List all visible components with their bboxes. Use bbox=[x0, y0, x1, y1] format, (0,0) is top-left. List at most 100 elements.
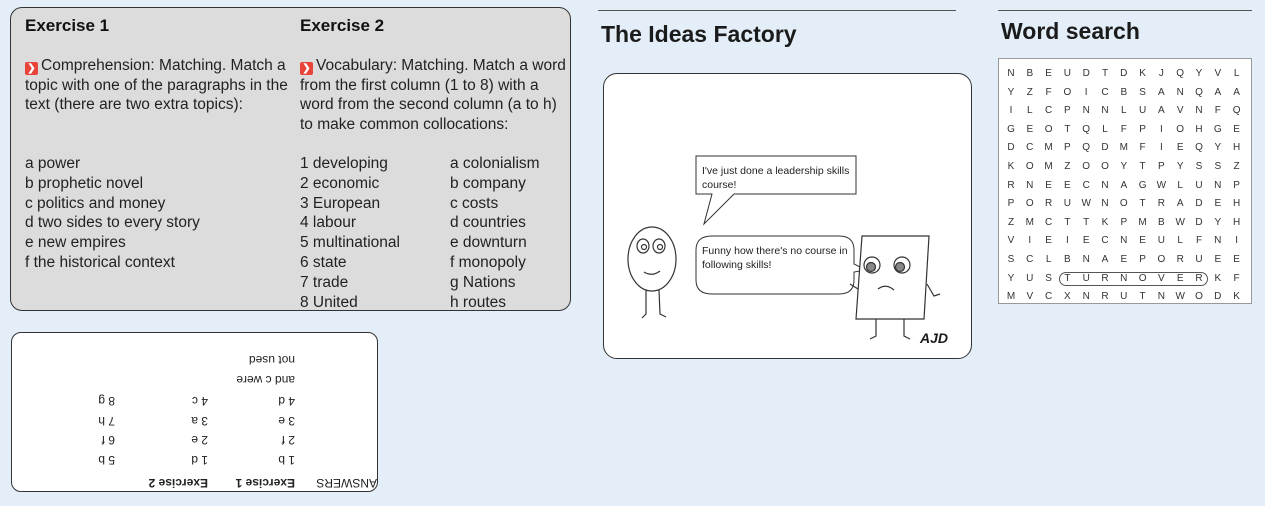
word-search-letter: C bbox=[1082, 179, 1090, 191]
word-search-letter: I bbox=[1028, 235, 1032, 247]
exercise1-topic-list: a power b prophetic novel c politics and… bbox=[25, 154, 200, 273]
word-search-letter: H bbox=[1232, 198, 1241, 210]
word-search-letter: Y bbox=[1214, 216, 1222, 228]
word-search-letter: K bbox=[1214, 272, 1222, 284]
ideas-factory-title: The Ideas Factory bbox=[601, 21, 797, 47]
word-search-letter: U bbox=[1138, 105, 1147, 117]
word-search-letter: K bbox=[1007, 161, 1015, 172]
rectangle-character bbox=[849, 235, 941, 340]
word-search-letter: K bbox=[1233, 291, 1240, 303]
word-search-letter: O bbox=[1063, 86, 1072, 98]
word-search-letter: M bbox=[1006, 291, 1016, 303]
exercise1-instruction: ❯Comprehension: Matching. Match a topic … bbox=[25, 57, 288, 113]
word-search-letter: Q bbox=[1176, 68, 1185, 79]
word-search-letter: S bbox=[1214, 161, 1222, 172]
word-search-letter: N bbox=[1026, 179, 1034, 191]
list-item: c politics and money bbox=[25, 194, 166, 212]
word-search-letter: E bbox=[1026, 123, 1034, 135]
word-search-letter: I bbox=[1066, 235, 1069, 247]
bubble2-text: Funny how there's no course in following… bbox=[702, 245, 848, 271]
word-search-letter: H bbox=[1232, 216, 1241, 228]
word-search-letter: B bbox=[1064, 254, 1071, 265]
word-search-letter: Q bbox=[1195, 142, 1203, 154]
list-item: a power bbox=[25, 155, 81, 172]
word-search-letter: O bbox=[1157, 254, 1166, 265]
word-search-letter: C bbox=[1026, 142, 1034, 154]
word-search-letter: Z bbox=[1064, 161, 1071, 172]
word-search-letter: N bbox=[1082, 105, 1090, 117]
word-search-letter: E bbox=[1045, 235, 1052, 247]
word-search-letter: E bbox=[1120, 254, 1128, 265]
word-search-letter: U bbox=[1157, 235, 1165, 247]
list-item: d two sides to every story bbox=[25, 214, 200, 232]
exercise1-title: Exercise 1 bbox=[25, 16, 110, 35]
word-search-letter: O bbox=[1119, 198, 1128, 210]
word-search-letter: U bbox=[1195, 179, 1203, 191]
word-search-letter: N bbox=[1101, 179, 1109, 191]
answers-exercise1-label: Exercise 1 bbox=[235, 476, 295, 490]
list-item: d countries bbox=[450, 214, 526, 232]
exercise2-title: Exercise 2 bbox=[300, 16, 385, 35]
word-search-letter: T bbox=[1083, 216, 1090, 228]
answers-column3: 5 b 6 f 7 h 8 g bbox=[98, 394, 115, 468]
word-search-letter: H bbox=[1232, 142, 1241, 154]
list-item: e downturn bbox=[450, 234, 527, 252]
word-search-letter: P bbox=[1139, 254, 1146, 265]
round-character bbox=[627, 226, 677, 319]
word-search-letter: B bbox=[1026, 68, 1034, 79]
word-search-letter: N bbox=[1214, 179, 1222, 191]
word-search-letter: V bbox=[1176, 105, 1184, 117]
answers-column1: 1 b 2 f 3 e 4 d bbox=[278, 394, 295, 468]
word-search-letter: A bbox=[1176, 198, 1184, 210]
word-search-letter: E bbox=[1176, 142, 1184, 154]
exercise2-column1: 1 developing 2 economic 3 European 4 lab… bbox=[300, 154, 400, 312]
word-search-letter: Y bbox=[1214, 142, 1222, 154]
word-search-letter: R bbox=[1007, 179, 1015, 191]
word-search-letter: F bbox=[1120, 123, 1127, 135]
word-search-letter: P bbox=[1007, 198, 1015, 210]
word-search-letter: I bbox=[1009, 105, 1013, 117]
word-search-letter: Y bbox=[1007, 86, 1015, 98]
word-search-letter: X bbox=[1064, 291, 1071, 303]
word-search-letter: Q bbox=[1195, 86, 1203, 98]
exercises-panel: Exercise 1 Exercise 2 ❯Comprehension: Ma… bbox=[10, 7, 571, 311]
word-search-letter: C bbox=[1044, 216, 1053, 228]
word-search-letter: E bbox=[1176, 272, 1184, 284]
word-search-letter: N bbox=[1007, 68, 1015, 79]
word-search-letter: Y bbox=[1007, 272, 1015, 284]
word-search-letter: G bbox=[1138, 179, 1147, 191]
word-search-letter: L bbox=[1121, 105, 1127, 117]
word-search-letter: H bbox=[1195, 123, 1203, 135]
word-search-letter: Z bbox=[1233, 161, 1240, 172]
word-search-letter: O bbox=[1176, 123, 1185, 135]
word-search-letter: I bbox=[1084, 86, 1088, 98]
word-search-letter: M bbox=[1138, 216, 1147, 228]
list-item: g Nations bbox=[450, 273, 516, 291]
word-search-letter: Z bbox=[1007, 216, 1015, 228]
word-search-letter: L bbox=[1233, 68, 1240, 79]
word-search-letter: N bbox=[1195, 105, 1203, 117]
list-item: 5 multinational bbox=[300, 234, 400, 252]
list-item: b company bbox=[450, 174, 526, 192]
word-search-letter: M bbox=[1025, 216, 1034, 228]
word-search-letter: N bbox=[1120, 272, 1128, 284]
word-search-letter: F bbox=[1139, 142, 1146, 154]
word-search-letter: L bbox=[1177, 179, 1183, 191]
word-search-letter: I bbox=[1235, 235, 1238, 247]
word-search-letter: J bbox=[1158, 68, 1164, 79]
list-item: f the historical context bbox=[25, 253, 175, 271]
list-item: 7 trade bbox=[300, 273, 349, 291]
word-search-letter: I bbox=[1160, 123, 1163, 135]
word-search-letter: R bbox=[1044, 198, 1053, 210]
word-search-letter: C bbox=[1044, 291, 1053, 303]
list-item: 1 developing bbox=[300, 155, 388, 172]
word-search-letter: V bbox=[1214, 68, 1222, 79]
word-search-letter: D bbox=[1195, 198, 1203, 210]
word-search-letter: U bbox=[1195, 254, 1203, 265]
answers-note: not used bbox=[248, 353, 295, 367]
